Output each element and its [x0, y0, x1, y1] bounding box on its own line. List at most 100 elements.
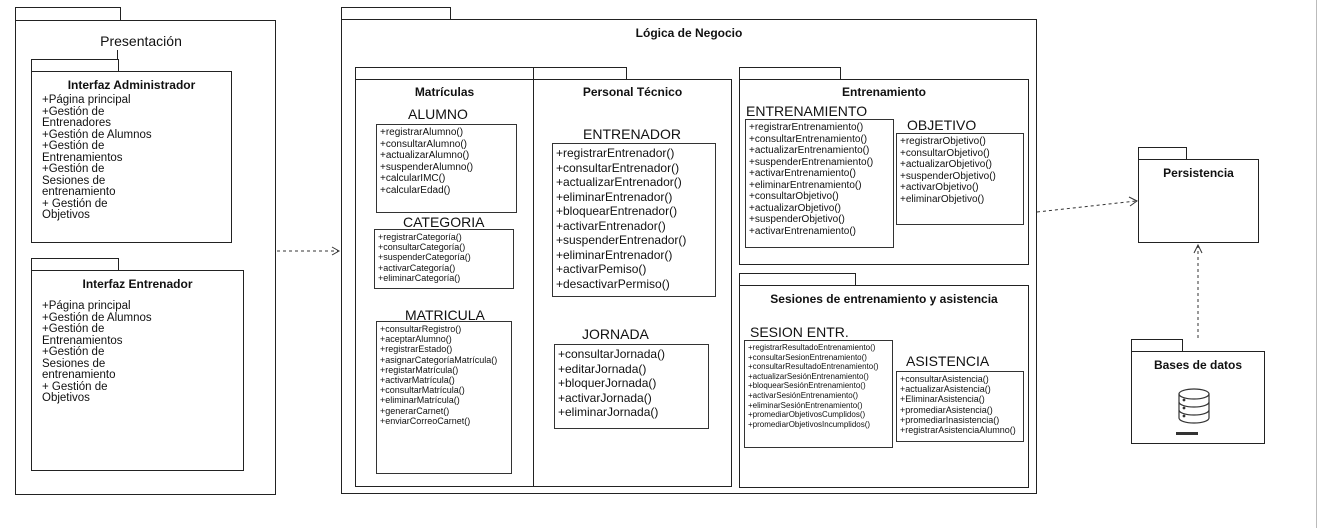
sesiones-package-tab [739, 273, 856, 285]
operation: +generarCarnet() [380, 405, 450, 416]
sesion-class-name: SESION ENTR. [750, 324, 849, 340]
operation: +eliminarEntrenador() [556, 247, 673, 262]
persistencia-package-tab [1138, 147, 1187, 159]
entrenador-package-tab [31, 258, 119, 270]
operation: +promediarAsistencia() [900, 404, 993, 415]
logica-to-persistencia-arrow [1036, 200, 1137, 213]
operation: +activarEntrenador() [556, 218, 666, 233]
operation: +actualizarAsistencia() [900, 384, 991, 395]
operation: +activarEntrenamiento() [749, 168, 856, 179]
operation: +suspenderCategoría() [378, 252, 471, 263]
jornada-operations: +consultarJornada()+editarJornada()+bloq… [554, 344, 709, 429]
operation: +registrarAlumno() [380, 127, 464, 138]
operation: +consultarJornada() [558, 347, 666, 361]
personal-title: Personal Técnico [582, 85, 683, 99]
operation: +consultarObjetivo() [749, 191, 839, 202]
operation: +promediarInasistencia() [900, 414, 1000, 425]
presentacion-package-tab [15, 7, 121, 20]
operation: +registrarAsistenciaAlumno() [900, 425, 1016, 436]
matriculas-title: Matrículas [414, 85, 475, 99]
operation: +eliminarJornada() [558, 405, 659, 419]
operation: +eliminarEntrenamiento() [749, 179, 862, 191]
operation: +desactivarPermiso() [556, 276, 670, 291]
operation: +activarJornada() [558, 390, 652, 405]
persistencia-package: Persistencia [1138, 159, 1259, 243]
canvas-edge [1316, 0, 1317, 528]
operation: +activarSesiónEntrenamiento() [748, 390, 859, 400]
operation: +consultarAlumno() [380, 138, 467, 150]
bases-package: Bases de datos [1131, 351, 1265, 444]
interfaz-entrenador-items: +Página principal +Gestión de Alumnos +G… [42, 300, 152, 404]
operation: +activarObjetivo() [900, 182, 979, 193]
operation: +suspenderObjetivo() [900, 170, 996, 182]
operation: +asignarCategoríaMatrícula() [380, 354, 498, 365]
operation: +eliminarEntrenador() [556, 189, 673, 204]
categoria-class-name: CATEGORIA [403, 214, 485, 230]
jornada-class-name: JORNADA [582, 326, 649, 342]
operation: +actualizarSesiónEntrenamiento() [748, 371, 869, 381]
matricula-operations: +consultarRegistro()+aceptarAlumno()+reg… [376, 321, 512, 474]
personal-package-tab [533, 67, 627, 79]
operation: +consultarMatrícula() [380, 385, 465, 396]
presentacion-title: Presentación [100, 33, 182, 49]
entrenamiento-class-name: ENTRENAMIENTO [746, 103, 868, 119]
admin-package-tab [31, 59, 119, 71]
matricula-class-name: MATRICULA [405, 307, 485, 323]
operation: +promediarObjetivosIncumplidos() [748, 419, 871, 429]
operation: +activarPemiso() [556, 262, 647, 276]
operation: +registarMatrícula() [380, 364, 459, 375]
operation: +calcularEdad() [380, 184, 451, 196]
operation: +suspenderEntrenador() [556, 233, 687, 247]
operation: +calcularIMC() [380, 173, 446, 184]
operation: +actualizarEntrenamiento() [749, 145, 870, 156]
sesion-operations: +registrarResultadoEntrenamiento()+consu… [744, 340, 893, 448]
operation: +EliminarAsistencia() [900, 394, 985, 405]
logica-to-persistencia-arrowhead [1128, 196, 1138, 207]
operation: +eliminarMatrícula() [380, 395, 460, 406]
logica-package-tab [341, 7, 451, 19]
operation: +consultarEntrenador() [556, 160, 680, 175]
operation: +activarEntrenamiento() [749, 225, 856, 237]
operation: +enviarCorreoCarnet() [380, 415, 471, 426]
operation: +activarMatrícula() [380, 375, 455, 386]
bases-package-tab [1131, 339, 1183, 351]
database-icon [1176, 388, 1210, 435]
interfaz-entrenador-title: Interfaz Entrenador [82, 277, 193, 291]
categoria-operations: +registrarCategoría()+consultarCategoría… [374, 229, 514, 289]
alumno-class-name: ALUMNO [408, 106, 468, 122]
operation: +eliminarSesiónEntrenamiento() [748, 400, 863, 410]
interfaz-entrenador-package: Interfaz Entrenador +Página principal +G… [31, 270, 244, 471]
operation: +activarCategoría() [378, 262, 456, 273]
entrenador-class-name: ENTRENADOR [583, 126, 682, 142]
operation: +consultarResultadoEntrenamiento() [748, 362, 879, 372]
operation: +suspenderObjetivo() [749, 214, 845, 225]
operation: +editarJornada() [558, 361, 647, 376]
operation: +bloquearSesiónEntrenamiento() [748, 381, 866, 391]
entrenador-operations: +registrarEntrenador()+consultarEntrenad… [552, 143, 716, 297]
bases-title: Bases de datos [1153, 358, 1243, 372]
operation: +registrarEntrenamiento() [749, 122, 864, 133]
alumno-operations: +registrarAlumno()+consultarAlumno()+act… [376, 124, 517, 213]
admin-package: Interfaz Administrador +Página principal… [31, 71, 232, 243]
operation: +actualizarAlumno() [380, 150, 470, 161]
operation: +actualizarObjetivo() [749, 202, 841, 214]
operation: +suspenderAlumno() [380, 161, 474, 173]
objetivo-operations: +registrarObjetivo()+consultarObjetivo()… [896, 133, 1024, 225]
operation: +eliminarObjetivo() [900, 193, 985, 205]
persistencia-title: Persistencia [1163, 166, 1234, 180]
entrenamiento-title: Entrenamiento [841, 85, 926, 99]
operation: +consultarRegistro() [380, 324, 462, 334]
operation: +registrarObjetivo() [900, 136, 986, 147]
operation: +eliminarCategoría() [378, 272, 461, 283]
admin-title: Interfaz Administrador [67, 78, 196, 92]
operation: +bloquerJornada() [558, 376, 657, 390]
entrenamiento-operations: +registrarEntrenamiento()+consultarEntre… [745, 119, 894, 248]
bases-to-persistencia-arrowhead [1193, 243, 1203, 254]
operation: +actualizarObjetivo() [900, 159, 992, 170]
operation: +consultarCategoría() [378, 242, 466, 253]
logica-title: Lógica de Negocio [635, 26, 743, 40]
operation: +consultarAsistencia() [900, 374, 989, 384]
objetivo-class-name: OBJETIVO [907, 117, 977, 133]
operation: +promediarObjetivosCumplidos() [748, 410, 866, 420]
operation: +registrarCategoría() [378, 232, 462, 242]
